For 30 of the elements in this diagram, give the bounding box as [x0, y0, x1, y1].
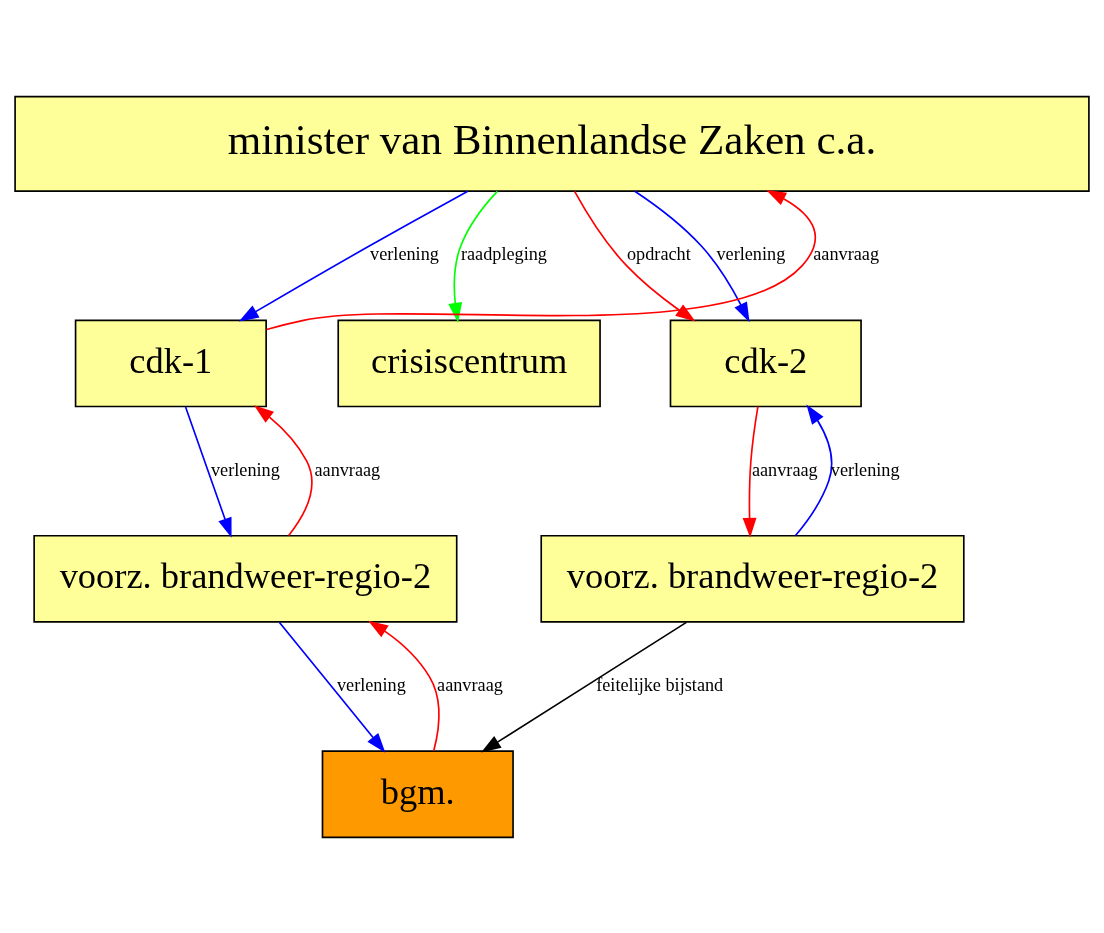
edge-label: aanvraag	[437, 674, 503, 695]
node-box: voorz. brandweer-regio-2	[540, 534, 965, 623]
node-box: bgm.	[321, 749, 514, 838]
node-box: cdk-2	[669, 319, 862, 407]
edge-label: aanvraag	[813, 243, 880, 264]
edge-label: aanvraag	[314, 459, 381, 480]
edge-label: verlening	[716, 243, 786, 264]
arrow	[368, 620, 440, 752]
arrow	[265, 189, 817, 330]
arrow	[481, 621, 688, 752]
arrow	[448, 190, 499, 323]
edge-label: verlening	[211, 459, 280, 480]
edge-label: verlening	[336, 674, 406, 695]
arrow	[794, 403, 833, 536]
arrow	[573, 190, 696, 321]
node-box: crisiscentrum	[337, 319, 601, 407]
arrow	[634, 189, 750, 322]
arrow	[184, 405, 232, 538]
edge-label: feitelijke bijstand	[596, 674, 724, 695]
arrow	[278, 621, 386, 753]
edge-label: raadpleging	[460, 243, 547, 264]
edge-label: opdracht	[627, 243, 691, 264]
edge-label: aanvraag	[751, 459, 818, 480]
node-box: cdk-1	[74, 319, 267, 407]
node-box: voorz. brandweer-regio-2	[33, 534, 458, 623]
arrow	[238, 189, 469, 322]
edge-label: verlening	[370, 243, 439, 264]
arrow	[742, 405, 759, 538]
node-box: minister van Binnenlandse Zaken c.a.	[14, 95, 1090, 192]
arrow	[253, 404, 313, 536]
